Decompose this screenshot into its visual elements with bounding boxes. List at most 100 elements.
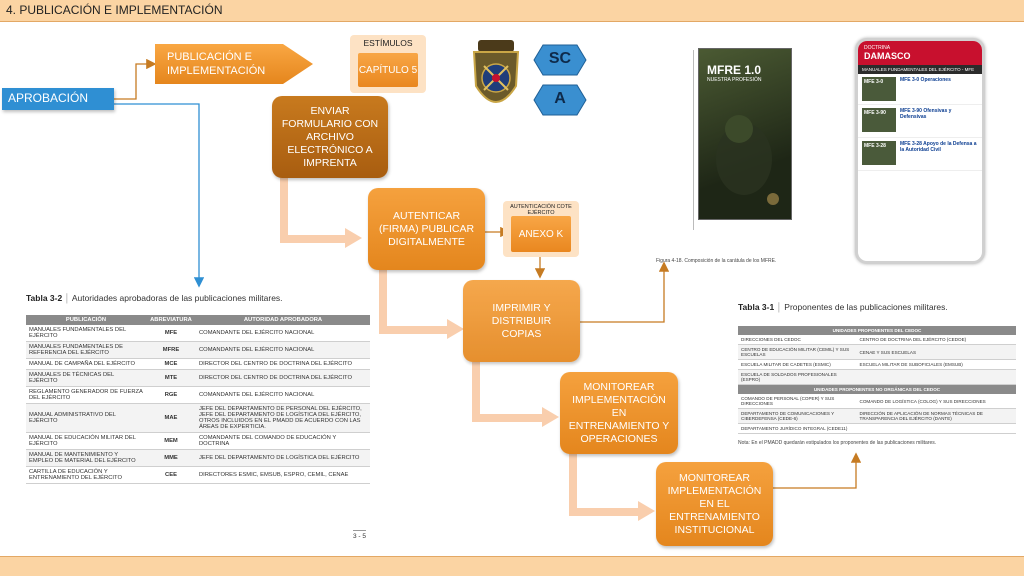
enviar-formulario-box[interactable]: ENVIAR FORMULARIO CON ARCHIVO ELECTRÓNIC…: [272, 96, 388, 178]
table-cell: JEFE DEL DEPARTAMENTO DE LOGÍSTICA DEL E…: [196, 449, 370, 467]
table-cell: MTE: [146, 369, 196, 387]
table-cell: DIRECCIÓN DE APLICACIÓN DE NORMAS TÉCNIC…: [856, 408, 1016, 424]
publicacion-label: PUBLICACIÓN E IMPLEMENTACIÓN: [167, 51, 266, 77]
table-cell: MAE: [146, 403, 196, 433]
arrow-shape-icon: [155, 44, 313, 84]
table-cell: DIRECCIONES DEL CEDOC: [738, 335, 857, 345]
table-cell: ESCUELA MILITAR DE CADETES (ESMIC): [738, 359, 857, 370]
phone-subtitle: MANUALES FUNDAMENTALES DEL EJÉRCITO - MF…: [858, 65, 982, 74]
table31-header: UNIDADES PROPONENTES DEL CEDOC: [738, 326, 1016, 335]
table-row: ESCUELA DE SOLDADOS PROFESIONALES (ESPRO…: [738, 369, 1016, 385]
table-row: MANUAL DE MANTENIMIENTO Y EMPLEO DE MATE…: [26, 449, 370, 467]
monitorear-entrenamiento-box[interactable]: MONITOREAR IMPLEMENTACIÓN EN ENTRENAMIEN…: [560, 372, 678, 454]
table-row: DEPARTAMENTO JURÍDICO INTEGRAL (CEDE11): [738, 423, 1016, 434]
table-cell: MANUAL DE CAMPAÑA DEL EJÉRCITO: [26, 358, 146, 370]
table-cell: MANUAL DE EDUCACIÓN MILITAR DEL EJÉRCITO: [26, 432, 146, 450]
publicacion-arrow[interactable]: PUBLICACIÓN E IMPLEMENTACIÓN: [155, 44, 313, 84]
table-cell: DIRECTOR DEL CENTRO DE DOCTRINA DEL EJÉR…: [196, 358, 370, 370]
table-row: CENTRO DE EDUCACIÓN MILITAR (CEMIL) Y SU…: [738, 344, 1016, 360]
phone-brand-small: DOCTRINA: [864, 45, 891, 51]
table-cell: MEM: [146, 432, 196, 450]
table-row: MANUAL DE EDUCACIÓN MILITAR DEL EJÉRCITO…: [26, 432, 370, 450]
table-cell: MFRE: [146, 341, 196, 359]
table31-caption-text: Proponentes de las publicaciones militar…: [784, 302, 948, 312]
a-label: A: [554, 90, 566, 107]
table-cell: COMANDANTE DEL EJÉRCITO NACIONAL: [196, 386, 370, 404]
hexagon-icon: [533, 84, 587, 116]
table-cell: MANUAL ADMINISTRATIVO DEL EJÉRCITO: [26, 403, 146, 433]
table-cell: COMANDANTE DEL COMANDO DE EDUCACIÓN Y DO…: [196, 432, 370, 450]
figure-caption: Figura 4-18. Composición de la carátula …: [656, 258, 777, 264]
table32-number: Tabla 3-2: [26, 293, 63, 303]
phone-item-text: [900, 155, 978, 167]
table32-header: PUBLICACIÓN: [26, 315, 146, 325]
estimulos-title: ESTÍMULOS: [363, 38, 413, 48]
manual-thumbnail: MFE 3-90: [862, 108, 896, 132]
monitorear-institucional-box[interactable]: MONITOREAR IMPLEMENTACIÓN EN EL ENTRENAM…: [656, 462, 773, 546]
book-subtitle: NUESTRA PROFESIÓN: [707, 77, 762, 83]
doctrina-emblem-icon: [472, 40, 520, 103]
phone-item-title[interactable]: MFE 3-0 Operaciones: [900, 77, 951, 83]
table-cell: COMANDO DE LOGÍSTICA (COLOG) Y SUS DIREC…: [856, 394, 1016, 409]
table-row: ESCUELA MILITAR DE CADETES (ESMIC)ESCUEL…: [738, 359, 1016, 370]
book-side-notes: [656, 50, 694, 230]
table-cell: [856, 369, 1016, 385]
table-cell: CARTILLA DE EDUCACIÓN Y ENTRENAMIENTO DE…: [26, 466, 146, 484]
page-title: 4. PUBLICACIÓN E IMPLEMENTACIÓN: [6, 3, 223, 17]
soldier-image-icon: [716, 115, 779, 205]
table31-note: Nota: En el PMADD quedarán estipulados l…: [738, 440, 937, 446]
capitulo-5-button[interactable]: CAPÍTULO 5: [358, 53, 418, 87]
aprobacion-box[interactable]: APROBACIÓN: [2, 88, 114, 110]
footer-bar: [0, 556, 1024, 576]
autenticar-box[interactable]: AUTENTICAR (FIRMA) PUBLICAR DIGITALMENTE: [368, 188, 485, 270]
table-cell: MME: [146, 449, 196, 467]
sc-badge: SC: [533, 44, 587, 76]
phone-list-item[interactable]: MFE 3-28 MFE 3-28 Apoyo de la Defensa a …: [858, 138, 982, 171]
table-cell: CENAE Y SUS ESCUELAS: [856, 344, 1016, 360]
phone-list-item[interactable]: MFE 3-90 MFE 3-90 Ofensivas y Defensivas: [858, 105, 982, 138]
phone-item-title[interactable]: MFE 3-28 Apoyo de la Defensa a la Autori…: [900, 141, 977, 153]
table32-caption-text: Autoridades aprobadoras de las publicaci…: [71, 293, 283, 303]
table31-header: UNIDADES PROPONENTES NO ORGÁNICAS DEL CE…: [738, 384, 1016, 394]
table-cell: MFE: [146, 325, 196, 342]
table-cell: COMANDANTE DEL EJÉRCITO NACIONAL: [196, 341, 370, 359]
a-badge: A: [533, 84, 587, 116]
table-cell: CENTRO DE DOCTRINA DEL EJÉRCITO (CEDOE): [856, 335, 1016, 345]
autenticacion-title: AUTENTICACIÓN COTE EJÉRCITO: [510, 204, 572, 216]
estimulos-panel: ESTÍMULOS CAPÍTULO 5: [350, 35, 426, 93]
table-cell: JEFE DEL DEPARTAMENTO DE PERSONAL DEL EJ…: [196, 403, 370, 433]
manual-thumbnail: MFE 3-0: [862, 77, 896, 101]
table32: PUBLICACIÓN ABREVIATURA AUTORIDAD APROBA…: [26, 315, 370, 484]
table-cell: [856, 423, 1016, 434]
phone-header: DOCTRINA DAMASCO: [858, 41, 982, 65]
table-cell: MANUAL DE MANTENIMIENTO Y EMPLEO DE MATE…: [26, 449, 146, 467]
imprimir-box[interactable]: IMPRIMIR Y DISTRIBUIR COPIAS: [463, 280, 580, 362]
table-row: DEPARTAMENTO DE COMUNICACIONES Y CIBERDE…: [738, 408, 1016, 424]
mfre-cover-image: MFRE 1.0 NUESTRA PROFESIÓN: [698, 48, 792, 220]
book-title: MFRE 1.0: [707, 63, 762, 77]
table-row: MANUALES FUNDAMENTALES DE REFERENCIA DEL…: [26, 341, 370, 359]
autenticacion-panel: AUTENTICACIÓN COTE EJÉRCITO ANEXO K: [503, 201, 579, 257]
table-cell: RGE: [146, 386, 196, 404]
table31: UNIDADES PROPONENTES DEL CEDOC DIRECCION…: [738, 326, 1016, 434]
phone-item-title[interactable]: MFE 3-90 Ofensivas y Defensivas: [900, 108, 952, 120]
table-cell: DEPARTAMENTO DE COMUNICACIONES Y CIBERDE…: [738, 408, 857, 424]
phone-item-text: [900, 85, 951, 97]
phone-list-item[interactable]: MFE 3-0 MFE 3-0 Operaciones: [858, 74, 982, 105]
hexagon-icon: [533, 44, 587, 76]
anexo-k-button[interactable]: ANEXO K: [511, 216, 571, 252]
page-number: 3 - 5: [353, 530, 367, 540]
table32-header: AUTORIDAD APROBADORA: [196, 315, 370, 325]
header-bar: 4. PUBLICACIÓN E IMPLEMENTACIÓN: [0, 0, 1024, 22]
table-cell: CENTRO DE EDUCACIÓN MILITAR (CEMIL) Y SU…: [738, 344, 857, 360]
table-row: COMANDO DE PERSONAL (COPER) Y SUS DIRECC…: [738, 394, 1016, 409]
table-cell: COMANDANTE DEL EJÉRCITO NACIONAL: [196, 325, 370, 342]
table-row: CARTILLA DE EDUCACIÓN Y ENTRENAMIENTO DE…: [26, 466, 370, 484]
table-cell: ESCUELA MILITAR DE SUBOFICIALES (EMSUB): [856, 359, 1016, 370]
table-cell: REGLAMENTO GENERADOR DE FUERZA DEL EJÉRC…: [26, 386, 146, 404]
table-cell: MANUALES DE TÉCNICAS DEL EJÉRCITO: [26, 369, 146, 387]
